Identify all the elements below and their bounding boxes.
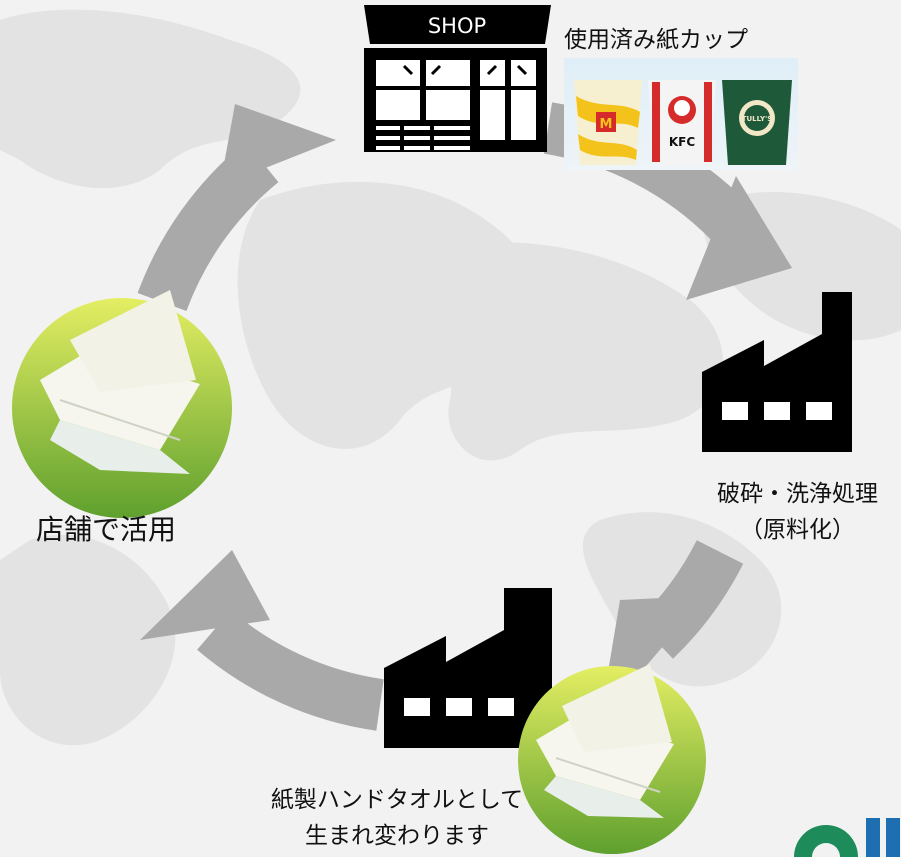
- factory-icon-manufacturing: [384, 588, 552, 748]
- arrowhead-1: [686, 176, 792, 300]
- cup-brand-m: M: [600, 117, 613, 132]
- paper-towel-circle-store: [12, 290, 232, 518]
- cup-brand-tullys: TULLY'S: [742, 115, 773, 123]
- arrowhead-3: [140, 550, 270, 640]
- company-logo: [794, 818, 900, 857]
- towel-label-line1: 紙製ハンドタオルとして: [270, 787, 524, 813]
- processing-label: 破砕・洗浄処理 （原料化）: [694, 476, 901, 548]
- factory-icon-recycling: [702, 292, 852, 452]
- arrowhead-4: [220, 104, 336, 186]
- used-paper-cups-image: M KFC TULLY'S: [564, 58, 798, 170]
- shop-sign-text: SHOP: [428, 14, 486, 38]
- towel-label: 紙製ハンドタオルとして 生まれ変わります: [232, 782, 562, 854]
- processing-label-line1: 破砕・洗浄処理: [717, 481, 878, 507]
- arrow-towel-to-store: [197, 609, 385, 731]
- processing-label-line2: （原料化）: [740, 517, 855, 543]
- towel-label-line2: 生まれ変わります: [305, 823, 489, 849]
- store-usage-label: 店舗で活用: [36, 513, 177, 546]
- paper-towel-circle-product: [518, 664, 706, 854]
- used-cups-label: 使用済み紙カップ: [564, 27, 748, 53]
- cup-brand-kfc: KFC: [669, 135, 695, 149]
- shop-icon: SHOP: [364, 5, 551, 152]
